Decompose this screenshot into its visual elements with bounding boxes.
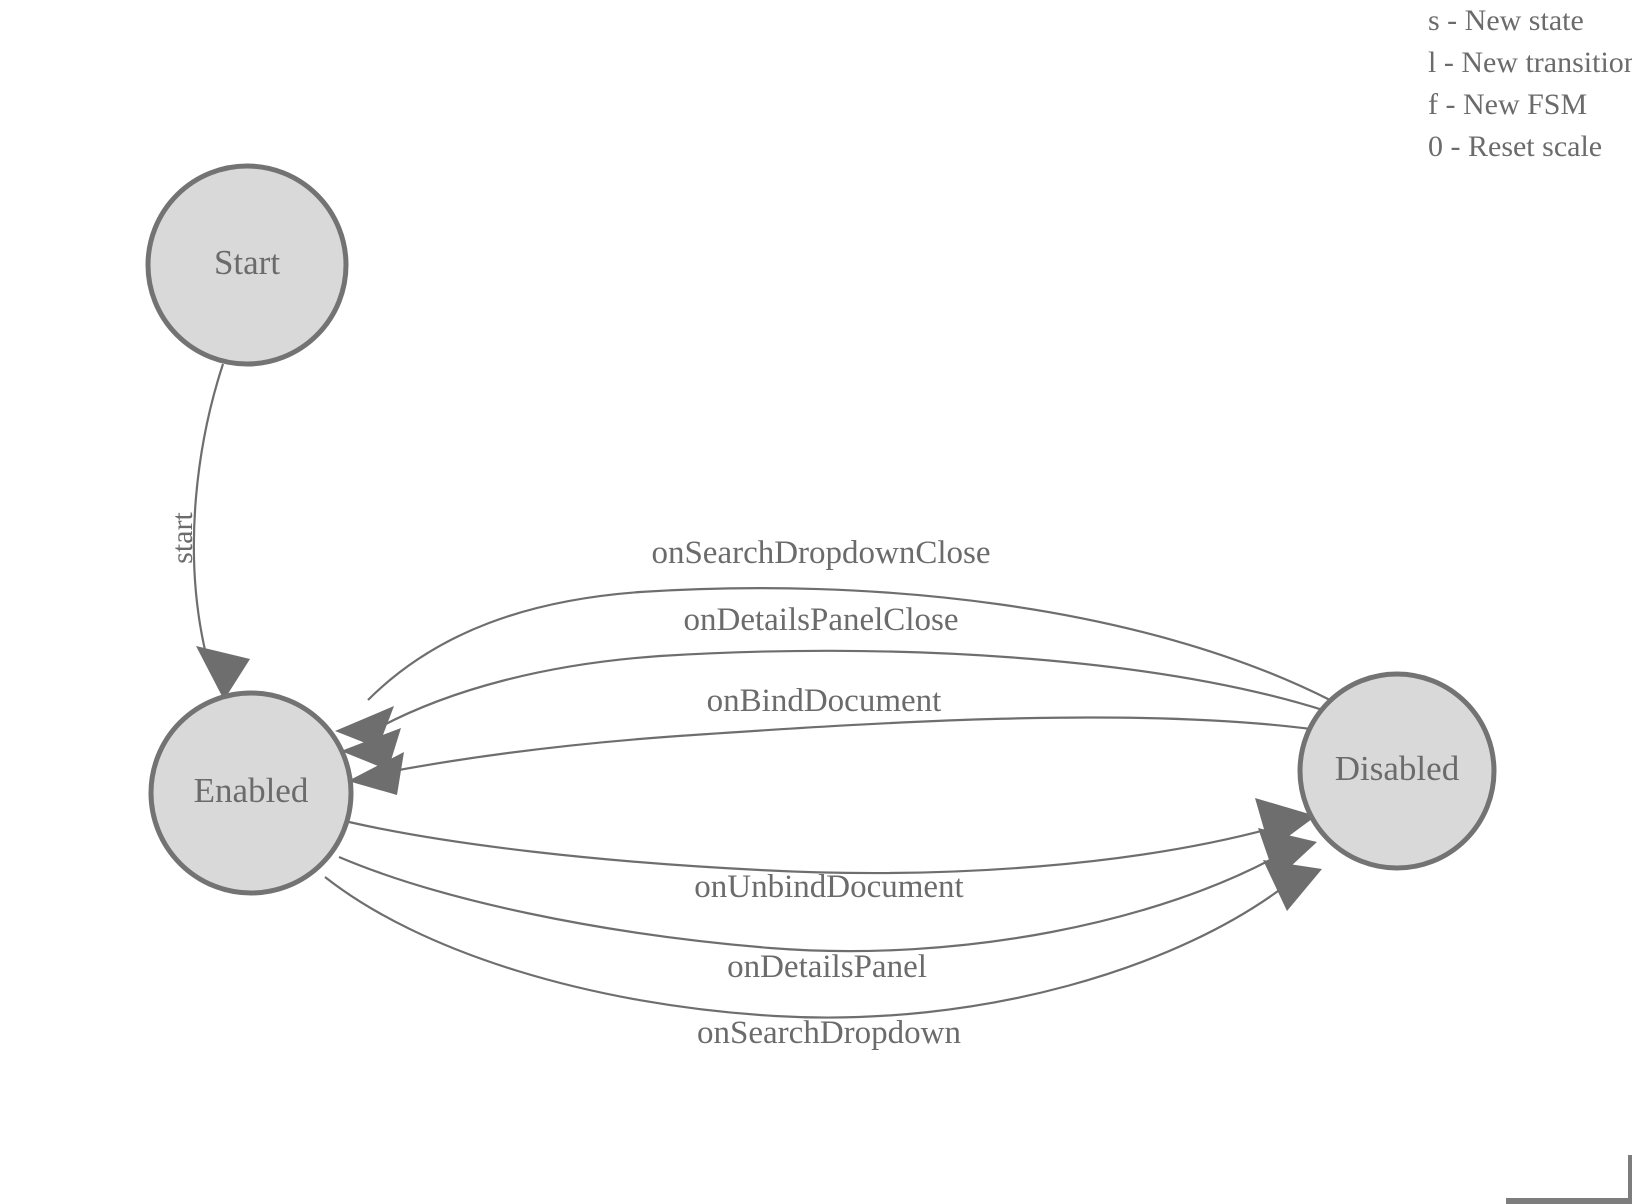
state-label: Enabled: [194, 771, 309, 810]
state-circle[interactable]: [145, 163, 349, 367]
transition-path: [192, 363, 225, 651]
shortcut-new-state: s - New state: [1428, 4, 1584, 37]
shortcut-new-transition: l - New transition: [1428, 46, 1632, 79]
transition-path: [379, 649, 1327, 728]
arrowhead-icon: [341, 728, 401, 770]
arrowhead-icon: [348, 752, 404, 795]
transition-label-ondetailspanel: onDetailsPanel: [727, 949, 927, 985]
transition-label-onunbinddocument: onUnbindDocument: [694, 869, 963, 905]
transition-label-start: start: [166, 512, 199, 564]
state-label: Start: [214, 243, 280, 282]
transition-start-to-enabled[interactable]: [192, 363, 250, 700]
shortcut-new-fsm: f - New FSM: [1428, 88, 1588, 121]
arrowhead-icon: [196, 646, 250, 700]
transition-path: [387, 716, 1312, 774]
state-node-disabled[interactable]: Disabled: [1297, 671, 1497, 871]
state-node-enabled[interactable]: Enabled: [148, 690, 354, 896]
transition-label-onbinddocument: onBindDocument: [707, 683, 942, 719]
transition-label-ondetailspanelclose: onDetailsPanelClose: [684, 602, 959, 638]
horizontal-scrollbar[interactable]: [1506, 1198, 1628, 1204]
transition-label-onsearchdropdown: onSearchDropdown: [697, 1015, 961, 1051]
transition-path: [367, 587, 1331, 701]
shortcut-reset-scale: 0 - Reset scale: [1428, 130, 1603, 163]
keyboard-shortcuts-panel: s - New state l - New transition f - New…: [1428, 0, 1632, 168]
transition-onbinddocument[interactable]: [348, 716, 1312, 795]
state-circle[interactable]: [1297, 671, 1497, 871]
transition-path: [324, 876, 1291, 1019]
transition-path: [348, 820, 1281, 875]
state-label: Disabled: [1335, 749, 1460, 788]
transition-onsearchdropdown[interactable]: [324, 860, 1322, 1019]
arrowhead-icon: [1263, 860, 1322, 911]
state-circle[interactable]: [148, 690, 354, 896]
transition-ondetailspanelclose[interactable]: [341, 649, 1327, 770]
transition-label-onsearchdropdownclose: onSearchDropdownClose: [651, 535, 990, 571]
transition-onunbinddocument[interactable]: [348, 798, 1316, 875]
vertical-scrollbar[interactable]: [1628, 1155, 1632, 1204]
state-node-start[interactable]: Start: [145, 163, 349, 367]
transition-path: [338, 852, 1284, 953]
